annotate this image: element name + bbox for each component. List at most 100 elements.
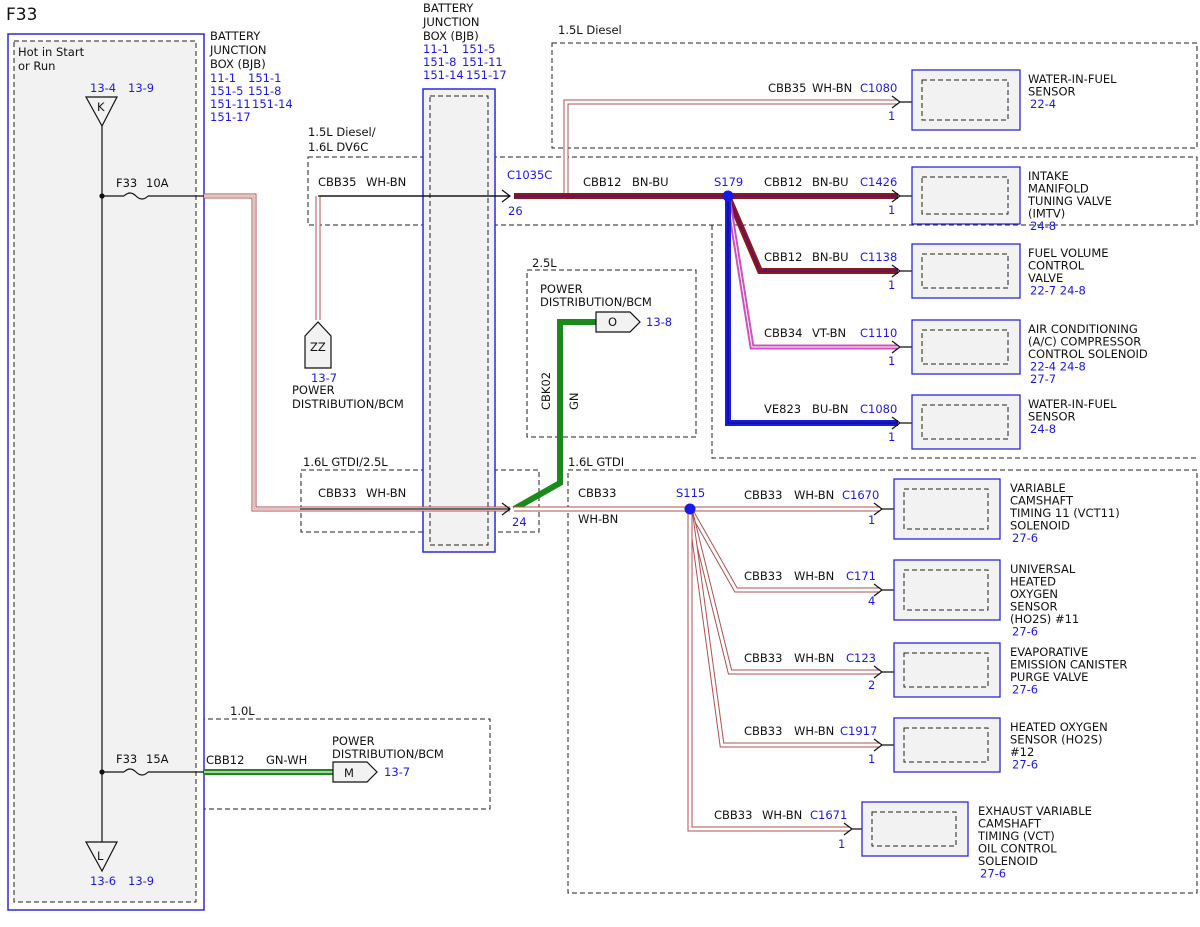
c1035c-label: C1035C xyxy=(507,168,552,182)
wire-cbb35-left-circuit: CBB35 xyxy=(318,175,356,189)
component-name: MANIFOLD xyxy=(1028,182,1089,196)
branch-wire-color: WH-BN xyxy=(762,808,802,822)
component-box xyxy=(893,717,1001,773)
component-name: TIMING 11 (VCT11) xyxy=(1009,506,1120,520)
wire-s115-branches xyxy=(687,506,880,832)
branch-circuit: CBB12 xyxy=(764,175,802,189)
component-name: EVAPORATIVE xyxy=(1010,645,1088,659)
branch-circuit: CBB33 xyxy=(744,651,782,665)
component-name: VALVE xyxy=(1028,271,1063,285)
region-diesel-15-label: 1.5L Diesel xyxy=(558,23,622,37)
branch-circuit: VE823 xyxy=(764,402,801,416)
component-ref: 24-8 xyxy=(1030,422,1056,436)
branch-pin: 1 xyxy=(868,513,875,527)
branch-connector: C1080 xyxy=(860,402,897,416)
component-name: VARIABLE xyxy=(1010,481,1066,495)
bjb-left-ref2b: 151-8 xyxy=(248,84,281,98)
component-name: HEATED xyxy=(1010,575,1056,589)
component-name: (HO2S) #11 xyxy=(1010,612,1079,626)
component-name: CAMSHAFT xyxy=(1010,494,1074,508)
branch-wire-color: WH-BN xyxy=(794,651,834,665)
wire-cbk02-color: GN xyxy=(567,392,581,410)
component-inner xyxy=(903,488,989,530)
branch-wire-color: WH-BN xyxy=(794,569,834,583)
bjb-left-ref2a: 151-5 xyxy=(210,84,243,98)
fuse2-name: F33 xyxy=(116,752,137,766)
fuse1-name: F33 xyxy=(116,176,137,190)
component-name: (A/C) COMPRESSOR xyxy=(1028,335,1141,349)
bjb-left-ref1b: 151-1 xyxy=(248,71,281,85)
branch-circuit: CBB33 xyxy=(744,724,782,738)
component-name: (IMTV) xyxy=(1028,207,1065,221)
component-box xyxy=(911,166,1021,225)
component-inner xyxy=(903,569,989,611)
component-box xyxy=(911,243,1021,299)
branch-connector: C1917 xyxy=(840,724,877,738)
wire-cbb33-main-circuit: CBB33 xyxy=(578,486,616,500)
s115-label: S115 xyxy=(676,486,705,500)
fuse2-icon xyxy=(123,768,149,776)
bjb-top-label3: BOX (BJB) xyxy=(423,29,479,43)
wire-s179-c1138 xyxy=(725,194,898,274)
branch-pin: 1 xyxy=(888,430,895,444)
pd-zz-label: ZZ xyxy=(310,340,326,354)
branch-pin: 1 xyxy=(888,203,895,217)
component-ref: 27-6 xyxy=(1012,758,1038,772)
component-name: SOLENOID xyxy=(978,854,1038,868)
bjb-top-ref3a: 151-14 xyxy=(423,68,464,82)
component-name: TIMING (VCT) xyxy=(977,829,1055,843)
region-gtdi-25-label: 1.6L GTDI/2.5L xyxy=(303,455,388,469)
branch-circuit: CBB34 xyxy=(764,326,802,340)
component-inner xyxy=(921,329,1009,365)
fuse2-rating: 15A xyxy=(146,752,169,766)
left-module-title2: or Run xyxy=(18,59,55,73)
bjb-left-label1: BATTERY xyxy=(210,29,261,43)
branch-pin: 1 xyxy=(868,752,875,766)
branch-circuit: CBB33 xyxy=(744,569,782,583)
bjb-top-ref3b: 151-17 xyxy=(466,68,507,82)
pd-m-name1: POWER xyxy=(332,734,375,748)
component-ref: 22-4 24-8 xyxy=(1030,360,1086,374)
pd-o-label: O xyxy=(608,315,617,329)
component-ref: 27-6 xyxy=(980,867,1006,881)
branch-pin: 1 xyxy=(888,354,895,368)
component-name: CONTROL xyxy=(1028,259,1085,273)
component-inner xyxy=(903,652,989,688)
component-box xyxy=(893,642,1001,698)
component-name: SENSOR (HO2S) xyxy=(1010,733,1102,747)
region-gtdi-label: 1.6L GTDI xyxy=(568,455,624,469)
bjb-left-ref3a: 151-11 xyxy=(210,97,251,111)
region-25 xyxy=(526,269,697,438)
component-ref-extra: 27-7 xyxy=(1030,372,1056,386)
region-diesel-15 xyxy=(551,42,1198,149)
component-name: SENSOR xyxy=(1028,85,1076,99)
component-inner xyxy=(871,811,957,847)
s179-splice xyxy=(722,190,734,202)
branch-circuit: CBB33 xyxy=(744,488,782,502)
s115-splice xyxy=(684,503,696,515)
component-name: EMISSION CANISTER xyxy=(1010,658,1127,672)
component-inner xyxy=(903,727,989,763)
bjb-top-ref1a: 11-1 xyxy=(423,42,449,56)
branch-wire-color: BN-BU xyxy=(812,175,849,189)
wire-cbb33-left-circuit: CBB33 xyxy=(318,486,356,500)
branch-wire-color: BU-BN xyxy=(812,402,849,416)
branch-circuit: CBB12 xyxy=(764,250,802,264)
pd-zz-name1: POWER xyxy=(292,383,335,397)
wire-s179-c1080b xyxy=(725,196,898,426)
left-module-title1: Hot in Start xyxy=(18,45,85,59)
region-gtdi-25 xyxy=(300,469,540,533)
component-name: HEATED OXYGEN xyxy=(1010,720,1108,734)
branch-pin: 2 xyxy=(868,678,875,692)
left-bottom-ref2: 13-9 xyxy=(128,874,154,888)
component-ref: 22-7 24-8 xyxy=(1030,284,1086,298)
region-diesel-16-ext xyxy=(711,225,1197,459)
component-inner xyxy=(921,253,1009,289)
